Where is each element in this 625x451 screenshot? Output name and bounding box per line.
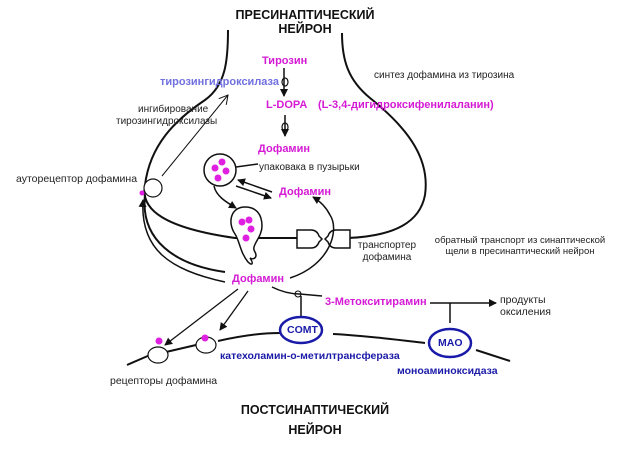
mao-ellipse <box>427 327 473 359</box>
comt-abbr-label: COMT <box>287 324 318 336</box>
ldopa-label: L-DOPA <box>266 99 308 111</box>
postsynaptic-receptor-1 <box>147 346 169 364</box>
receptor-1-dopamine-dot <box>155 337 163 345</box>
presynaptic-title: ПРЕСИНАПТИЧЕСКИЙ НЕЙРОН <box>215 8 395 37</box>
vesicle <box>203 153 237 187</box>
presynaptic-membrane-right <box>341 32 427 239</box>
packaging-pointer <box>235 163 259 168</box>
tyrosine-label: Тирозин <box>262 55 308 67</box>
synthesis-note: синтез дофамина из тирозина <box>374 70 515 81</box>
arrow-vesicle-to-membrane <box>213 185 237 209</box>
postsynaptic-membrane-e <box>475 349 511 362</box>
outer-arc-left <box>143 194 226 273</box>
reuptake-arrow <box>289 196 335 279</box>
th-enzyme-symbol <box>281 77 289 87</box>
packaging-note: упаковака в пузырьки <box>259 162 360 173</box>
receptors-label: рецепторы дофамина <box>110 375 218 387</box>
transporter-label-line-2: дофамина <box>362 251 412 263</box>
dopamine-cytosol-label: Дофамин <box>279 186 331 198</box>
postsynaptic-membrane-b <box>165 344 197 353</box>
oxidation-products-line-2: оксиления <box>500 306 551 319</box>
mao-abbr-label: MAO <box>438 337 463 349</box>
mao-full-label: моноаминоксидаза <box>397 365 498 377</box>
postsynaptic-title: ПОСТСИНАПТИЧЕСКИЙ НЕЙРОН <box>220 403 410 438</box>
postsynaptic-title-line-1: ПОСТСИНАПТИЧЕСКИЙ <box>240 403 390 417</box>
dopamine-cleft-label: Дофамин <box>232 273 284 285</box>
inhibition-note: ингибирование тирозингидроксилазы <box>116 104 228 127</box>
inhibition-note-line-2: тирозингидроксилазы <box>116 115 218 127</box>
transporter-label: транспортер дофамина <box>352 240 422 263</box>
ddc-enzyme-symbol <box>281 122 289 132</box>
oxidation-products-line-1: продукты <box>500 294 546 306</box>
postsynaptic-membrane-d <box>332 333 426 344</box>
presynaptic-title-line-2: НЕЙРОН <box>278 22 332 37</box>
dopamine-transporter <box>296 229 351 249</box>
presynaptic-title-line-1: ПРЕСИНАПТИЧЕСКИЙ <box>235 8 375 22</box>
receptor-2-dopamine-dot <box>201 334 209 342</box>
autoreceptor-dopamine-dot <box>139 190 145 196</box>
arrow-to-receptor-2 <box>219 290 249 331</box>
tyrosine-hydroxylase-label: тирозингидроксилаза <box>160 76 280 88</box>
oxidation-products-label: продукты оксиления <box>500 294 551 318</box>
vesicle-dopamine-dots <box>211 158 230 182</box>
presynaptic-membrane-left <box>143 29 298 239</box>
reuptake-note-line-1: обратный транспорт из синаптической <box>434 235 606 246</box>
arrow-to-receptor-1 <box>164 288 239 346</box>
fusing-vesicle-dopamine-dots <box>238 216 255 242</box>
postsynaptic-title-line-2: НЕЙРОН <box>288 423 342 438</box>
ldopa-full-name: (L-3,4-дигидроксифенилаланин) <box>318 99 494 111</box>
dopamine-to-methoxytyramine-line <box>271 286 323 297</box>
inhibition-arrow <box>161 95 228 177</box>
comt-enzyme-symbol <box>294 290 302 298</box>
postsynaptic-membrane-c <box>217 332 281 342</box>
comt-ellipse <box>278 315 324 345</box>
postsynaptic-membrane-a <box>126 354 151 366</box>
arrow-from-vesicle <box>235 185 272 200</box>
methoxytyramine-label: 3-Метокситирамин <box>325 296 427 308</box>
transporter-label-line-1: транспортер <box>357 240 417 251</box>
comt-full-label: катехоламин-о-метилтрансфераза <box>220 350 400 362</box>
autoreceptor-label: ауторецептор дофамина <box>16 173 138 185</box>
arrow-to-autoreceptor <box>138 199 226 283</box>
reuptake-note-line-2: щели в пресинаптический нейрон <box>445 245 595 257</box>
arrow-to-vesicle <box>237 178 273 193</box>
autoreceptor <box>143 178 163 198</box>
reuptake-note: обратный транспорт из синаптической щели… <box>430 235 610 258</box>
dopamine-synthesized-label: Дофамин <box>258 143 310 155</box>
inhibition-note-line-1: ингибирование <box>138 104 209 115</box>
